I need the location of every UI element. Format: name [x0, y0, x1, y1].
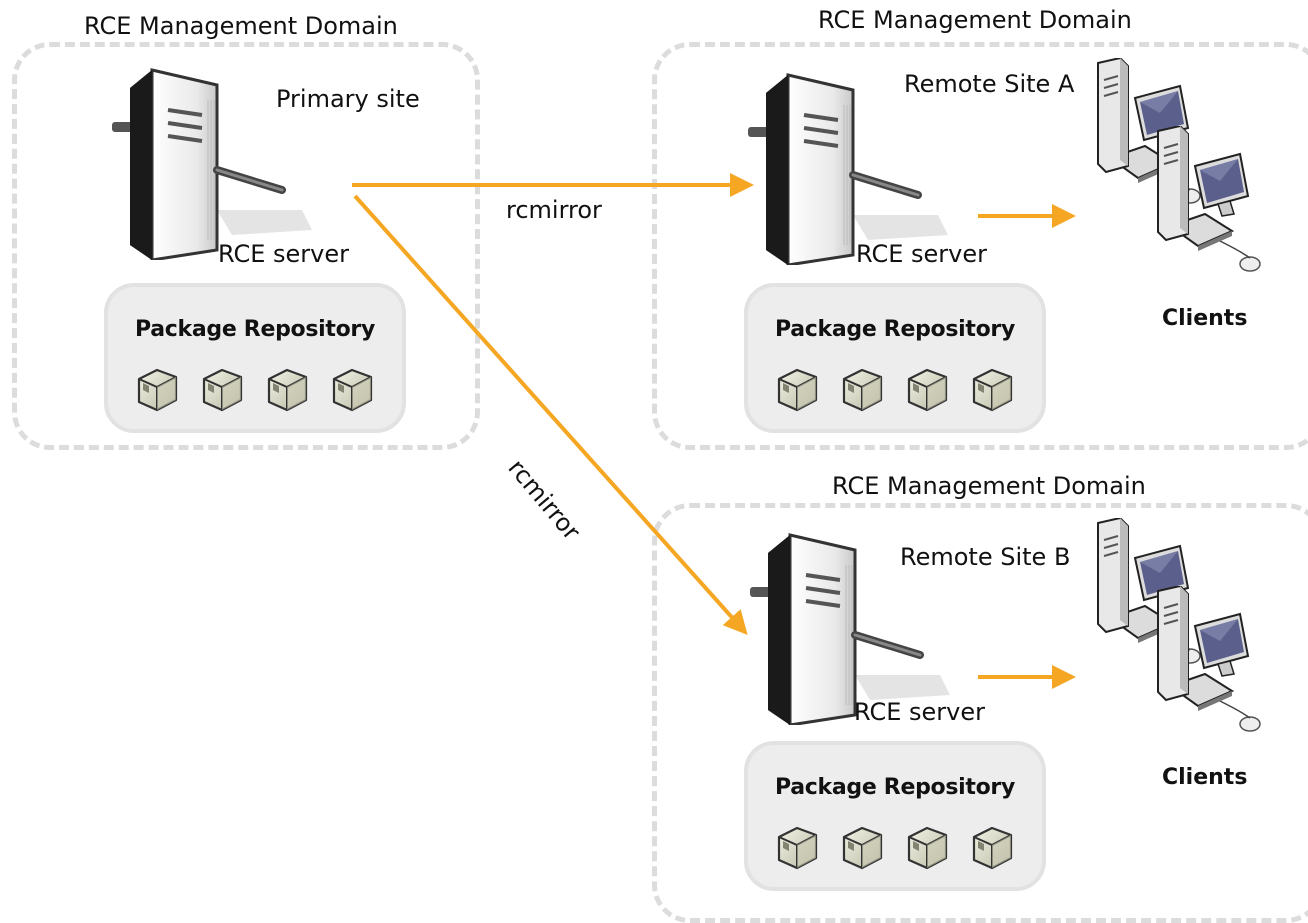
domain-label-remote-a: RCE Management Domain — [818, 6, 1132, 34]
domain-label-primary: RCE Management Domain — [84, 12, 398, 40]
package-repository-primary: Package Repository — [104, 283, 406, 433]
package-repository-remote-b: Package Repository — [744, 741, 1046, 891]
server-label-remote-a: RCE server — [856, 240, 988, 268]
domain-box-primary — [12, 42, 480, 450]
site-label-remote-b: Remote Site B — [900, 543, 1071, 571]
rcmirror-label-remote-a: rcmirror — [506, 196, 602, 224]
repository-title: Package Repository — [774, 775, 1015, 800]
clients-label-remote-b: Clients — [1162, 765, 1248, 790]
rcmirror-arrow-to-remote-b — [353, 194, 748, 635]
site-label-primary: Primary site — [276, 85, 420, 113]
server-label-remote-b: RCE server — [854, 698, 986, 726]
package-repository-remote-a: Package Repository — [744, 283, 1046, 433]
repository-title: Package Repository — [774, 317, 1015, 342]
clients-label-remote-a: Clients — [1162, 306, 1248, 331]
repository-title: Package Repository — [134, 317, 375, 342]
server-label-primary: RCE server — [218, 240, 350, 268]
domain-label-remote-b: RCE Management Domain — [832, 472, 1146, 500]
domain-box-remote-a — [652, 42, 1308, 450]
site-label-remote-a: Remote Site A — [904, 70, 1075, 98]
